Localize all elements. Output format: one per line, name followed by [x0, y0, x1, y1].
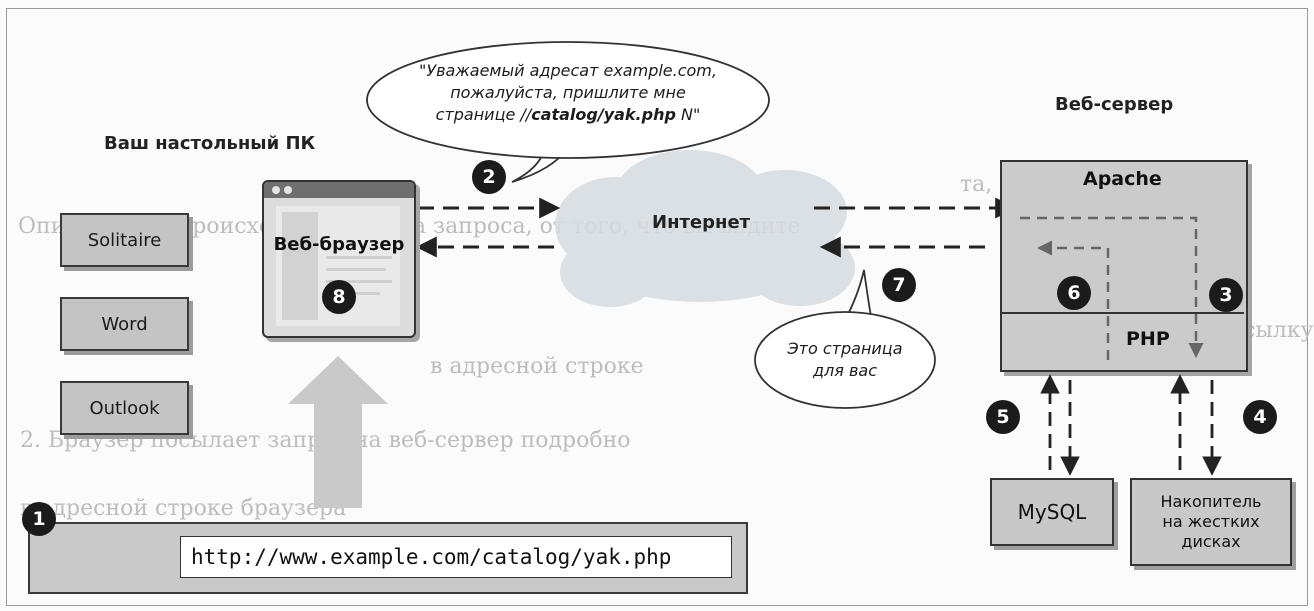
storage-line: на жестких [1162, 512, 1260, 531]
browser-label: Веб-браузер [273, 234, 405, 255]
request-line-3: странице //catalog/yak.php N" [378, 104, 758, 126]
storage-line: Накопитель [1160, 492, 1262, 511]
web-browser-window: Веб-браузер [262, 180, 416, 338]
php-label: PHP [1126, 328, 1170, 350]
request-line-2: пожалуйста, пришлите мне [450, 83, 686, 102]
response-line-1: Это страница [787, 339, 903, 358]
request-bubble-text: "Уважаемый адресат example.com, пожалуйс… [378, 60, 758, 126]
step-badge-6: 6 [1057, 276, 1091, 310]
request-line-3-suffix: N" [675, 105, 701, 124]
response-bubble-text: Это страница для вас [770, 338, 920, 382]
internet-cloud [555, 150, 855, 307]
step-badge-2: 2 [472, 160, 506, 194]
window-dot-icon [272, 186, 280, 194]
request-line-3-prefix: странице // [435, 105, 532, 124]
url-field[interactable]: http://www.example.com/catalog/yak.php [180, 536, 732, 578]
step-badge-8: 8 [322, 280, 356, 314]
internet-label: Интернет [652, 212, 751, 233]
storage-line: дисках [1181, 532, 1241, 551]
request-line-1: "Уважаемый адресат example.com, [419, 61, 717, 80]
up-arrow [288, 356, 388, 508]
response-line-2: для вас [812, 361, 878, 380]
figure-frame [6, 8, 1308, 606]
storage-box: Накопитель на жестких дисках [1130, 478, 1292, 566]
step-badge-7: 7 [882, 268, 916, 302]
app-outlook: Outlook [60, 381, 189, 435]
step-badge-4: 4 [1243, 400, 1277, 434]
request-speech-bubble [366, 41, 770, 183]
request-path: catalog/yak.php [531, 105, 676, 124]
response-speech-bubble [754, 269, 936, 409]
app-word: Word [60, 297, 189, 351]
apache-label: Apache [1083, 168, 1162, 190]
web-server-title: Веб-сервер [1055, 94, 1174, 115]
window-dot-icon [284, 186, 292, 194]
desktop-title: Ваш настольный ПК [104, 133, 316, 154]
server-divider [1000, 312, 1244, 314]
step-badge-3: 3 [1209, 278, 1243, 312]
app-solitaire: Solitaire [60, 213, 189, 267]
step-badge-1: 1 [22, 502, 56, 536]
web-server-box [1000, 160, 1248, 372]
browser-title-bar [264, 182, 414, 198]
mysql-box: MySQL [990, 478, 1114, 546]
step-badge-5: 5 [986, 400, 1020, 434]
